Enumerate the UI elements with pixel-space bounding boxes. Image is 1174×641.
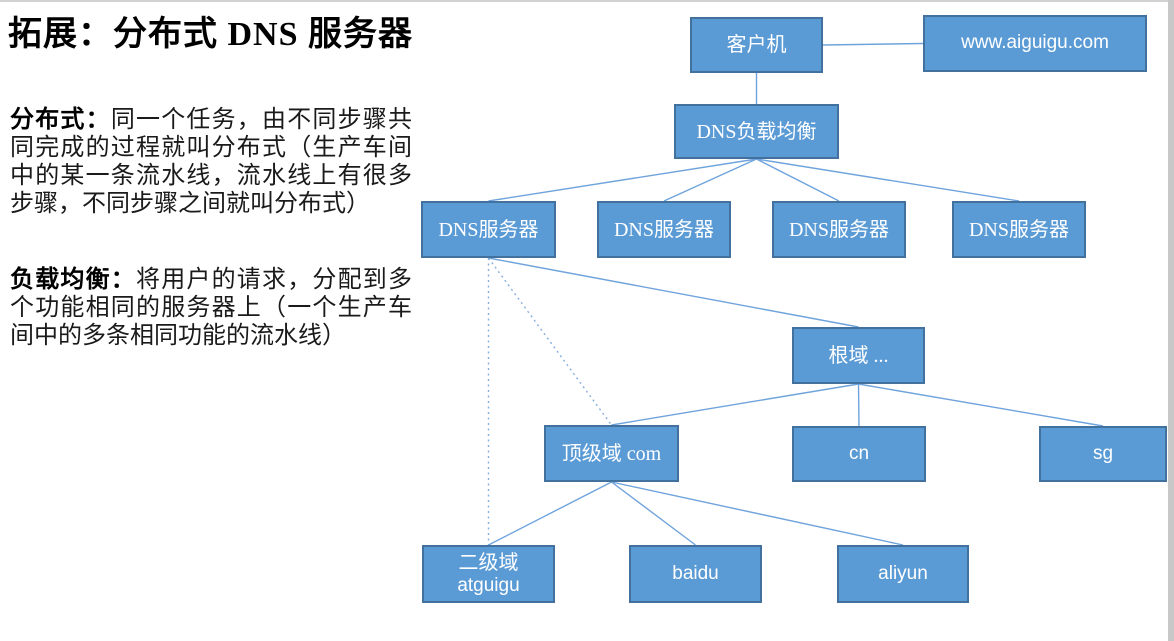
edge-load_balancer-to-dns_server_2	[663, 158, 757, 202]
note-distributed-lead: 分布式：	[10, 107, 111, 133]
page-right-border	[1168, 0, 1174, 641]
edge-tld_com-to-aliyun	[611, 481, 904, 546]
edge-root_domain-to-sg	[858, 383, 1104, 427]
node-root-domain-label: 根域 ...	[828, 344, 889, 367]
edge-client-to-website	[822, 42, 924, 46]
edge-tld_com-to-baidu	[611, 481, 696, 546]
node-dns-server-4: DNS服务器	[952, 201, 1086, 258]
node-tld-com: 顶级域 com	[544, 425, 679, 482]
node-dns-server-2-label: DNS服务器	[613, 218, 714, 241]
node-dns-server-1-label: DNS服务器	[438, 218, 539, 241]
node-tld-com-label: 顶级域 com	[561, 442, 662, 465]
edge-dns_server_1-to-root_domain	[488, 257, 859, 328]
note-load-balance: 负载均衡：将用户的请求，分配到多个功能相同的服务器上（一个生产车间中的多条相同功…	[10, 266, 412, 350]
node-tld-cn: cn	[792, 426, 926, 482]
node-sld-atguigu: 二级域 atguigu	[422, 545, 555, 603]
node-sld-baidu: baidu	[629, 545, 762, 603]
node-sld-aliyun: aliyun	[837, 545, 969, 603]
node-root-domain: 根域 ...	[792, 327, 925, 384]
page-top-border	[0, 0, 1174, 2]
node-client: 客户机	[690, 17, 823, 73]
note-distributed: 分布式：同一个任务，由不同步骤共同完成的过程就叫分布式（生产车间中的某一条流水线…	[10, 106, 412, 218]
node-tld-cn-label: cn	[848, 442, 870, 464]
page-title: 拓展：分布式 DNS 服务器	[8, 16, 414, 53]
note-distributed-body: 同一个任务，由不同步骤共同完成的过程就叫分布式（生产车间中的某一条流水线，流水线…	[10, 107, 413, 217]
node-website-url: www.aiguigu.com	[923, 15, 1147, 72]
node-sld-aliyun-label: aliyun	[878, 562, 928, 584]
node-dns-server-2: DNS服务器	[597, 201, 731, 258]
node-tld-sg: sg	[1039, 426, 1167, 482]
node-dns-server-3-label: DNS服务器	[788, 218, 889, 241]
node-client-label: 客户机	[726, 34, 787, 56]
node-tld-sg-label: sg	[1092, 442, 1114, 464]
node-dns-load-balancer: DNS负载均衡	[674, 104, 839, 159]
edge-load_balancer-to-dns_server_3	[756, 158, 840, 202]
edge-load_balancer-to-dns_server_1	[488, 158, 757, 202]
node-dns-load-balancer-label: DNS负载均衡	[696, 120, 817, 143]
edge-dns_server_1-to-tld_com	[487, 257, 613, 426]
edge-root_domain-to-cn	[857, 383, 860, 427]
edge-tld_com-to-sld_atguigu	[488, 481, 612, 546]
edge-load_balancer-to-dns_server_4	[756, 158, 1020, 202]
note-load-balance-body: 将用户的请求，分配到多个功能相同的服务器上（一个生产车间中的多条相同功能的流水线…	[10, 267, 412, 349]
node-dns-server-3: DNS服务器	[772, 201, 906, 258]
node-sld-atguigu-line1: 二级域	[458, 551, 519, 574]
node-website-label: www.aiguigu.com	[961, 32, 1109, 54]
note-load-balance-lead: 负载均衡：	[10, 267, 136, 293]
node-sld-atguigu-line2: atguigu	[457, 574, 520, 596]
edge-root_domain-to-tld_com	[611, 383, 859, 426]
node-sld-baidu-label: baidu	[672, 562, 719, 584]
node-dns-server-1: DNS服务器	[421, 201, 556, 258]
node-dns-server-4-label: DNS服务器	[968, 218, 1069, 241]
